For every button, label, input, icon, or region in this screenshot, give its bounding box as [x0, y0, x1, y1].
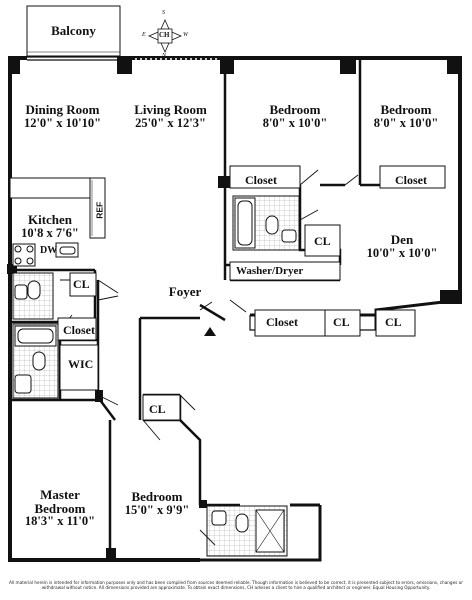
dw-label: DW — [40, 245, 58, 256]
compass-s: S — [162, 10, 165, 16]
kitchen-label: Kitchen 10'8 x 7'6" — [21, 212, 79, 240]
den-label: Den 10'0" x 10'0" — [366, 232, 438, 260]
compass-logo-letters: CH — [159, 31, 170, 39]
entry-arrow-icon — [204, 327, 216, 336]
wic-label: WIC — [68, 357, 94, 371]
bath-1 — [232, 195, 300, 251]
washer-dryer-label: Washer/Dryer — [236, 265, 304, 277]
closet-foyer-label: Closet — [266, 315, 298, 329]
exterior-walls — [8, 56, 462, 562]
bedroom-3-label: Bedroom 15'0" x 9'9" — [124, 489, 190, 517]
living-room-label: Living Room 25'0" x 12'3" — [134, 102, 207, 130]
bath-3 — [206, 505, 288, 557]
bedroom-2-label: Bedroom 8'0" x 10'0" — [373, 102, 439, 130]
closet-foyer-cl1-label: CL — [333, 315, 350, 329]
closet-master-label: Closet — [63, 323, 95, 337]
disclaimer-text: All material herein is intended for info… — [9, 580, 463, 590]
closet-hall-label: CL — [149, 402, 166, 416]
compass-e: E — [142, 32, 146, 38]
bath-2 — [12, 272, 54, 320]
closet-bedroom-2-label: Closet — [395, 173, 427, 187]
closet-den-label: CL — [314, 234, 331, 248]
compass-icon — [148, 19, 182, 53]
closet-bath-label: CL — [73, 277, 90, 291]
master-bedroom-label: Master Bedroom 18'3" x 11'0" — [24, 487, 96, 529]
dining-room-label: Dining Room 12'0" x 10'10" — [23, 102, 102, 130]
balcony-label: Balcony — [51, 23, 96, 38]
ref-label: REF — [94, 201, 105, 219]
bedroom-1-label: Bedroom 8'0" x 10'0" — [262, 102, 328, 130]
compass-n: N — [162, 53, 167, 59]
closet-bedroom-1-label: Closet — [245, 173, 277, 187]
kitchen-fixtures — [9, 177, 106, 267]
compass-w: W — [183, 32, 188, 38]
bath-master — [12, 323, 59, 399]
closet-boxes — [57, 165, 446, 421]
wall-columns — [7, 56, 462, 562]
closet-foyer-cl2-label: CL — [385, 315, 402, 329]
balcony — [26, 5, 121, 57]
foyer-label: Foyer — [168, 284, 202, 299]
